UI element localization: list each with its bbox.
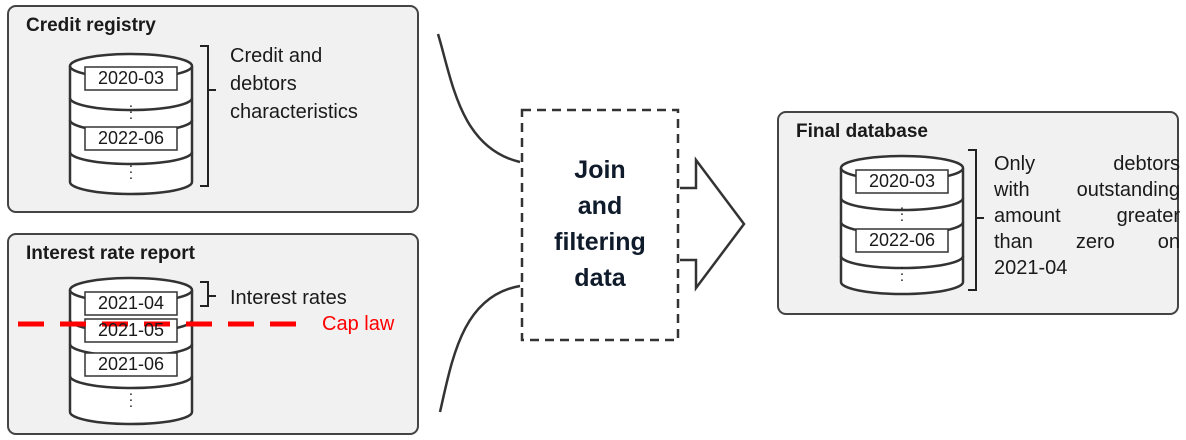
- final-row-second: 2022-06: [868, 230, 936, 250]
- credit-registry-title: Credit registry: [26, 15, 156, 36]
- process-label-line-1: Join: [574, 156, 626, 184]
- final-ellipsis-1: ...: [899, 196, 905, 225]
- process-label: Join and filtering data: [525, 152, 675, 296]
- credit-ellipsis-2: ...: [128, 154, 134, 183]
- interest-bracket: [200, 281, 216, 307]
- interest-row-1: 2021-04: [97, 293, 165, 313]
- process-box: [520, 108, 680, 342]
- interest-description: Interest rates: [230, 287, 347, 309]
- credit-registry-database-icon: [68, 52, 194, 196]
- final-ellipsis-2: ...: [899, 256, 905, 285]
- final-description-line-2: with outstanding: [994, 179, 1180, 201]
- final-description-line-3: amount greater: [994, 205, 1180, 227]
- final-description-line-1: Only debtors: [994, 153, 1180, 175]
- final-database-title: Final database: [796, 121, 928, 142]
- credit-bracket: [200, 45, 216, 187]
- credit-description-line-3: characteristics: [230, 101, 358, 123]
- final-description-line-4: than zero on: [994, 231, 1180, 253]
- final-row-first: 2020-03: [868, 171, 936, 191]
- inflow-curve-bottom: [438, 284, 521, 413]
- credit-row-first: 2020-03: [97, 68, 165, 88]
- credit-description-line-1: Credit and: [230, 45, 323, 67]
- final-description-line-5: 2021-04: [994, 257, 1068, 279]
- interest-row-3: 2021-06: [97, 354, 165, 374]
- final-bracket: [968, 149, 984, 291]
- cap-law-label: Cap law: [322, 313, 395, 335]
- final-database-icon: [839, 154, 965, 296]
- inflow-curve-top: [436, 33, 521, 164]
- credit-row-second: 2022-06: [97, 128, 165, 148]
- interest-ellipsis: ...: [128, 382, 134, 411]
- process-label-line-2: and: [577, 192, 623, 220]
- interest-rate-title: Interest rate report: [26, 243, 195, 264]
- process-label-line-4: data: [574, 264, 626, 292]
- credit-description-line-2: debtors: [230, 73, 297, 95]
- process-label-line-3: filtering: [554, 228, 646, 256]
- credit-ellipsis-1: ...: [128, 94, 134, 123]
- outflow-arrow: [680, 156, 746, 292]
- interest-row-2: 2021-05: [97, 320, 165, 340]
